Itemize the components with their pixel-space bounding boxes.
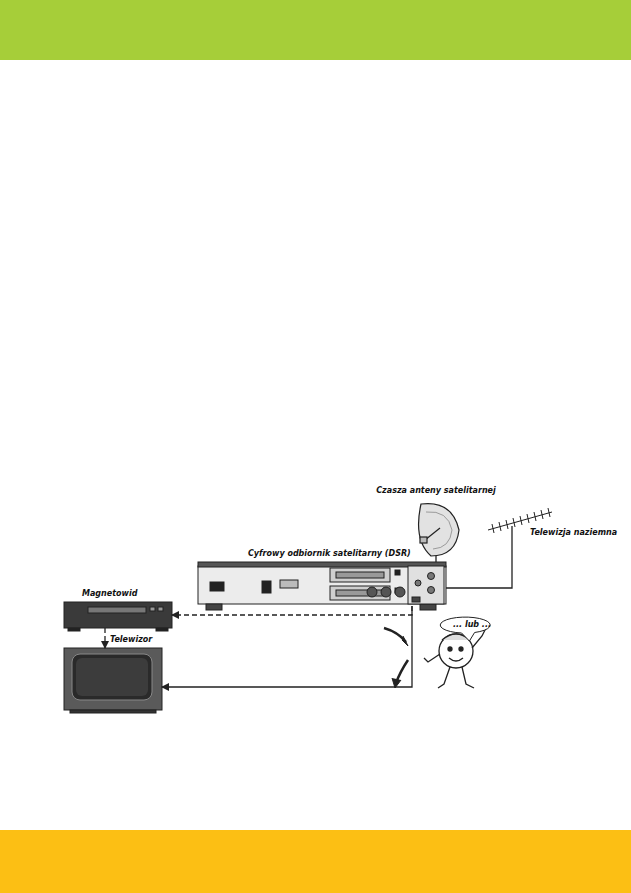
television: [64, 648, 162, 713]
cartoon-character: [424, 628, 486, 688]
vcr-node: Magnetowid: [64, 602, 172, 628]
vcr: [64, 602, 172, 631]
footer-band: [0, 830, 631, 893]
receiver-node: Cyfrowy odbiornik satelitarny (DSR): [198, 562, 446, 606]
antenna-node: Telewizja naziemna: [486, 508, 552, 526]
device-label: Telewizor: [110, 635, 152, 645]
tv-node: Telewizor: [64, 648, 162, 710]
cable-connector: [446, 526, 512, 588]
dashed-connector: [172, 606, 412, 615]
dashed-connector: [104, 628, 105, 648]
pointer-arrows: [384, 628, 408, 688]
cable-connector: [162, 606, 412, 687]
dish-node: Czasza anteny satelitarnej: [410, 500, 462, 556]
device-label: Telewizja naziemna: [530, 528, 617, 538]
header-band: [0, 0, 631, 60]
bubble-text: ... lub ...: [453, 620, 491, 630]
device-label: Magnetowid: [82, 589, 137, 599]
receiver-rear-panel: [198, 562, 446, 610]
cable-connector: [435, 556, 436, 562]
satellite-dish: [419, 504, 459, 556]
device-label: Czasza anteny satelitarnej: [376, 486, 496, 496]
device-label: Cyfrowy odbiornik satelitarny (DSR): [248, 549, 411, 559]
speech-bubble: ... lub ...: [446, 616, 498, 634]
